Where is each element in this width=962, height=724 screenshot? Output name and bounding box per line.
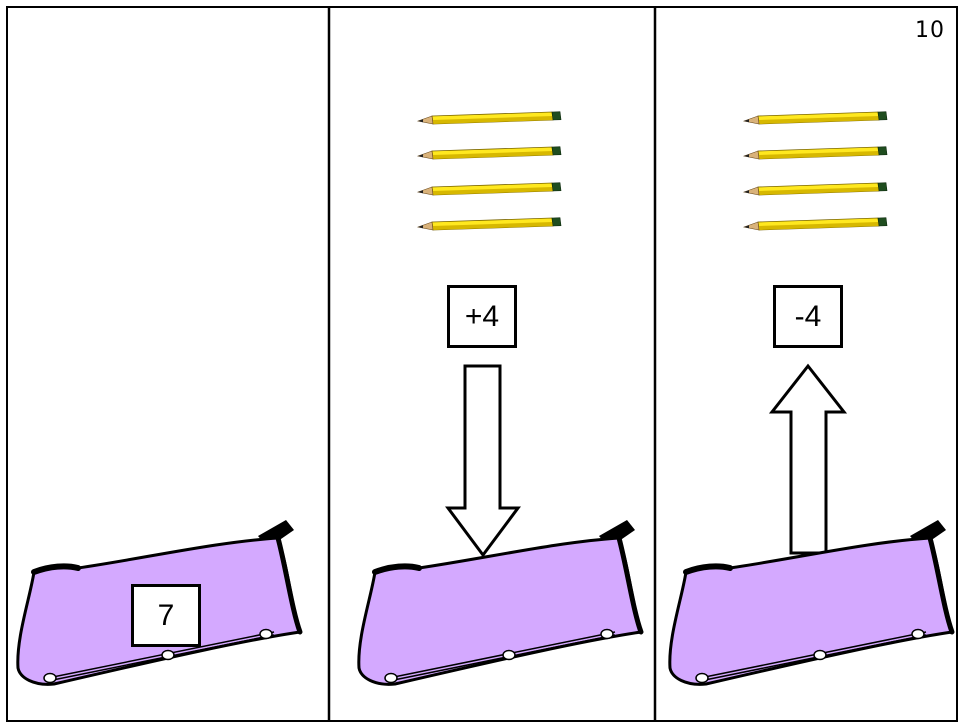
pencil-icon	[743, 111, 888, 125]
worksheet-frame	[6, 6, 958, 722]
subtract-count-box: -4	[773, 285, 843, 348]
pencil-icon	[743, 217, 888, 231]
arrow-up-icon	[768, 363, 848, 555]
start-count-box: 7	[131, 584, 201, 647]
pencil-icon	[417, 111, 562, 125]
add-count-box: +4	[447, 285, 517, 348]
page-number: 10	[915, 18, 945, 43]
pencil-case-icon	[359, 520, 641, 684]
pencil-icon	[417, 182, 562, 196]
panel-add	[359, 111, 641, 685]
pencil-icon	[743, 146, 888, 160]
pencil-icon	[417, 217, 562, 231]
pencil-icon	[417, 146, 562, 160]
pencil-icon	[743, 182, 888, 196]
arrow-down-icon	[445, 364, 521, 558]
panel-subtract	[670, 111, 952, 685]
